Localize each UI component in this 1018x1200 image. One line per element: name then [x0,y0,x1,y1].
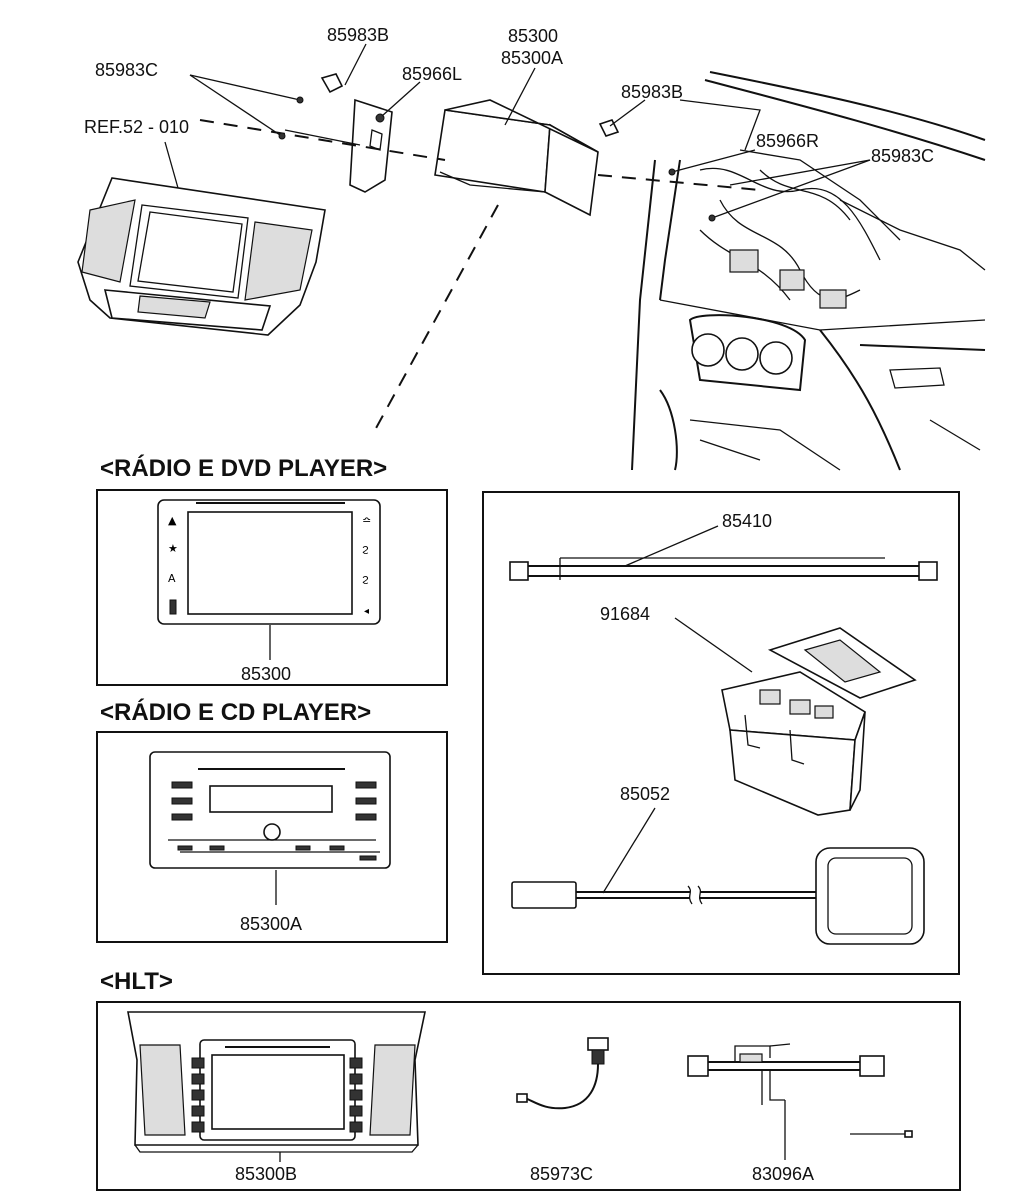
gps-antenna-85052 [511,847,925,945]
hlt-panel [96,1001,961,1191]
cd-unit [149,751,391,869]
section-title-cd: <RÁDIO E CD PLAYER> [100,698,371,726]
section-title-dvd: <RÁDIO E DVD PLAYER> [100,454,387,482]
head-unit-box [434,99,599,217]
dvd-panel [96,489,448,686]
label-85966R: 85966R [756,131,819,151]
label-85300A-top: 85300A [501,48,563,68]
svg-text:A: A [168,572,176,585]
svg-text:◂: ◂ [364,606,369,617]
svg-text:ϩ: ϩ [362,542,369,555]
label-85300-dvd: 85300 [241,664,291,684]
label-85983C-right: 85983C [871,146,934,166]
label-85983C-left: 85983C [95,60,158,80]
cable-85973C [516,1037,609,1110]
exploded-view [77,43,986,471]
label-85983B-top: 85983B [327,25,389,45]
label-85052: 85052 [620,784,670,804]
label-85300A-cd: 85300A [240,914,302,934]
bracket-left [349,98,393,193]
label-85300B: 85300B [235,1164,297,1184]
label-85973C: 85973C [530,1164,593,1184]
axis-line-2 [597,174,761,191]
cable-85410 [509,557,938,581]
hlt-unit-85300B [127,1011,426,1153]
label-85410: 85410 [722,511,772,531]
svg-text:★: ★ [168,542,178,555]
cd-panel [96,731,448,943]
svg-text:ϩ: ϩ [362,572,369,585]
dashboard-outline [631,71,986,471]
axis-line-1 [199,119,446,161]
label-ref-52-010: REF.52 - 010 [84,117,189,137]
label-85966L: 85966L [402,64,462,84]
label-85300-top: 85300 [508,26,558,46]
label-91684: 91684 [600,604,650,624]
harness-83096A [687,1043,913,1138]
center-fascia-bezel [77,177,326,336]
module-91684 [721,627,917,816]
svg-text:≏: ≏ [362,514,371,527]
accessories-panel [482,491,960,975]
label-83096A: 83096A [752,1164,814,1184]
svg-text:▲: ▲ [168,514,177,527]
label-85983B-right: 85983B [621,82,683,102]
section-title-hlt: <HLT> [100,968,173,995]
axis-line-3 [374,204,499,431]
clip-left [320,73,344,94]
dvd-unit: ▲ ★ A ≏ ϩ ϩ ◂ [157,499,381,625]
